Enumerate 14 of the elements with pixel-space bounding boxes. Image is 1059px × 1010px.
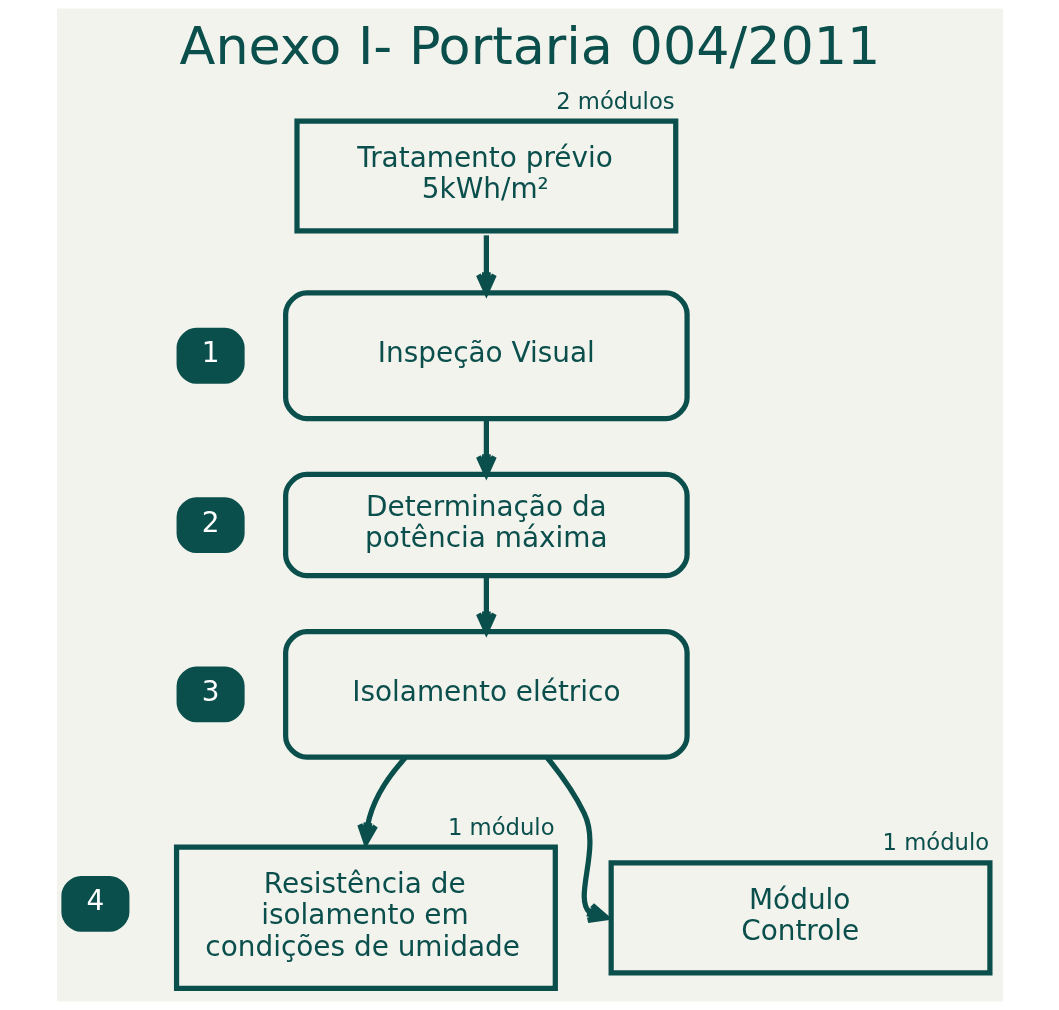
node-label: 1 módulo [447, 813, 555, 840]
diagram-title: Anexo I- Portaria 004/2011 [179, 15, 880, 77]
node-box: 4 [60, 875, 129, 932]
arrow [356, 756, 407, 846]
node-box: 1 [176, 327, 245, 384]
node-box: 3 [176, 666, 245, 723]
node-box: Inspeção Visual [282, 290, 690, 422]
node-label: 1 módulo [882, 829, 989, 856]
arrow [475, 576, 497, 635]
node-label: 2 módulos [555, 87, 675, 114]
arrow [475, 235, 497, 296]
node-box: 2 [176, 497, 245, 553]
node-box: Determinação da potência máxima [282, 471, 690, 579]
node-box: Isolamento elétrico [282, 628, 690, 760]
